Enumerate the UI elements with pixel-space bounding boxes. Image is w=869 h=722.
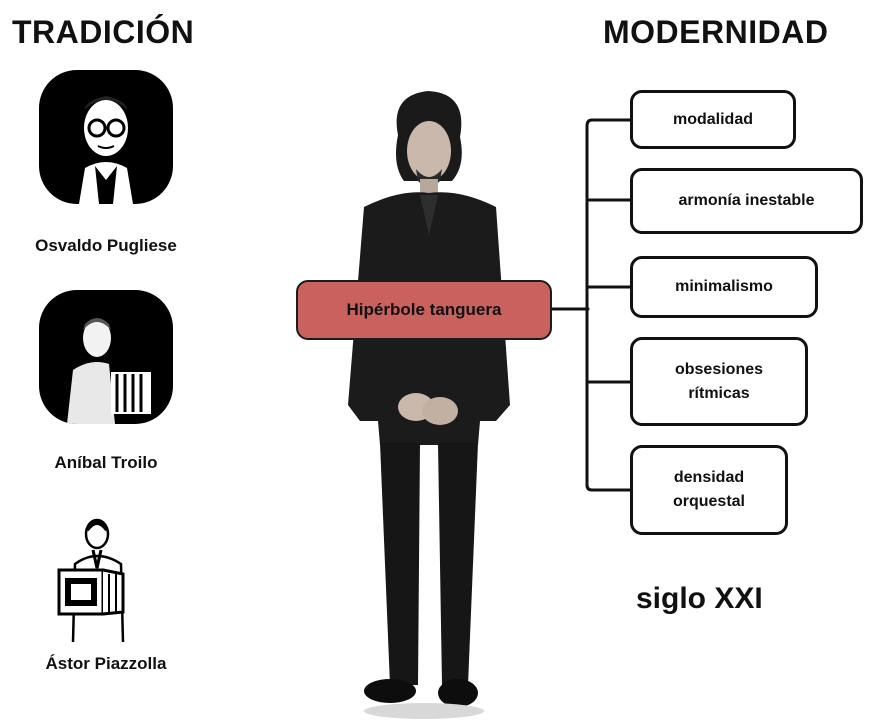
tradition-heading: TRADICIÓN [12,14,195,50]
node-densidad-orquestal: densidad orquestal [630,445,788,535]
central-concept-box: Hipérbole tanguera [296,280,552,340]
node-armonia-inestable: armonía inestable [630,168,863,234]
troilo-portrait [39,290,173,424]
pugliese-portrait [39,70,173,204]
node-label: densidad orquestal [672,469,745,510]
node-label: modalidad [672,110,753,128]
node-label: obsesiones rítmicas [674,360,764,402]
century-label: siglo XXI [636,582,763,615]
node-label: minimalismo [675,278,773,295]
node-modalidad: modalidad [630,90,796,149]
node-label: armonía inestable [678,192,815,209]
central-concept-label: Hipérbole tanguera [346,300,502,319]
piazzolla-name: Ástor Piazzolla [45,654,167,673]
troilo-name: Aníbal Troilo [54,453,158,472]
node-obsesiones-ritmicas: obsesiones rítmicas [630,337,808,426]
pugliese-name: Osvaldo Pugliese [35,236,177,255]
node-minimalismo: minimalismo [630,256,818,318]
piazzolla-portrait [39,508,173,642]
modernity-heading: MODERNIDAD [603,14,829,50]
